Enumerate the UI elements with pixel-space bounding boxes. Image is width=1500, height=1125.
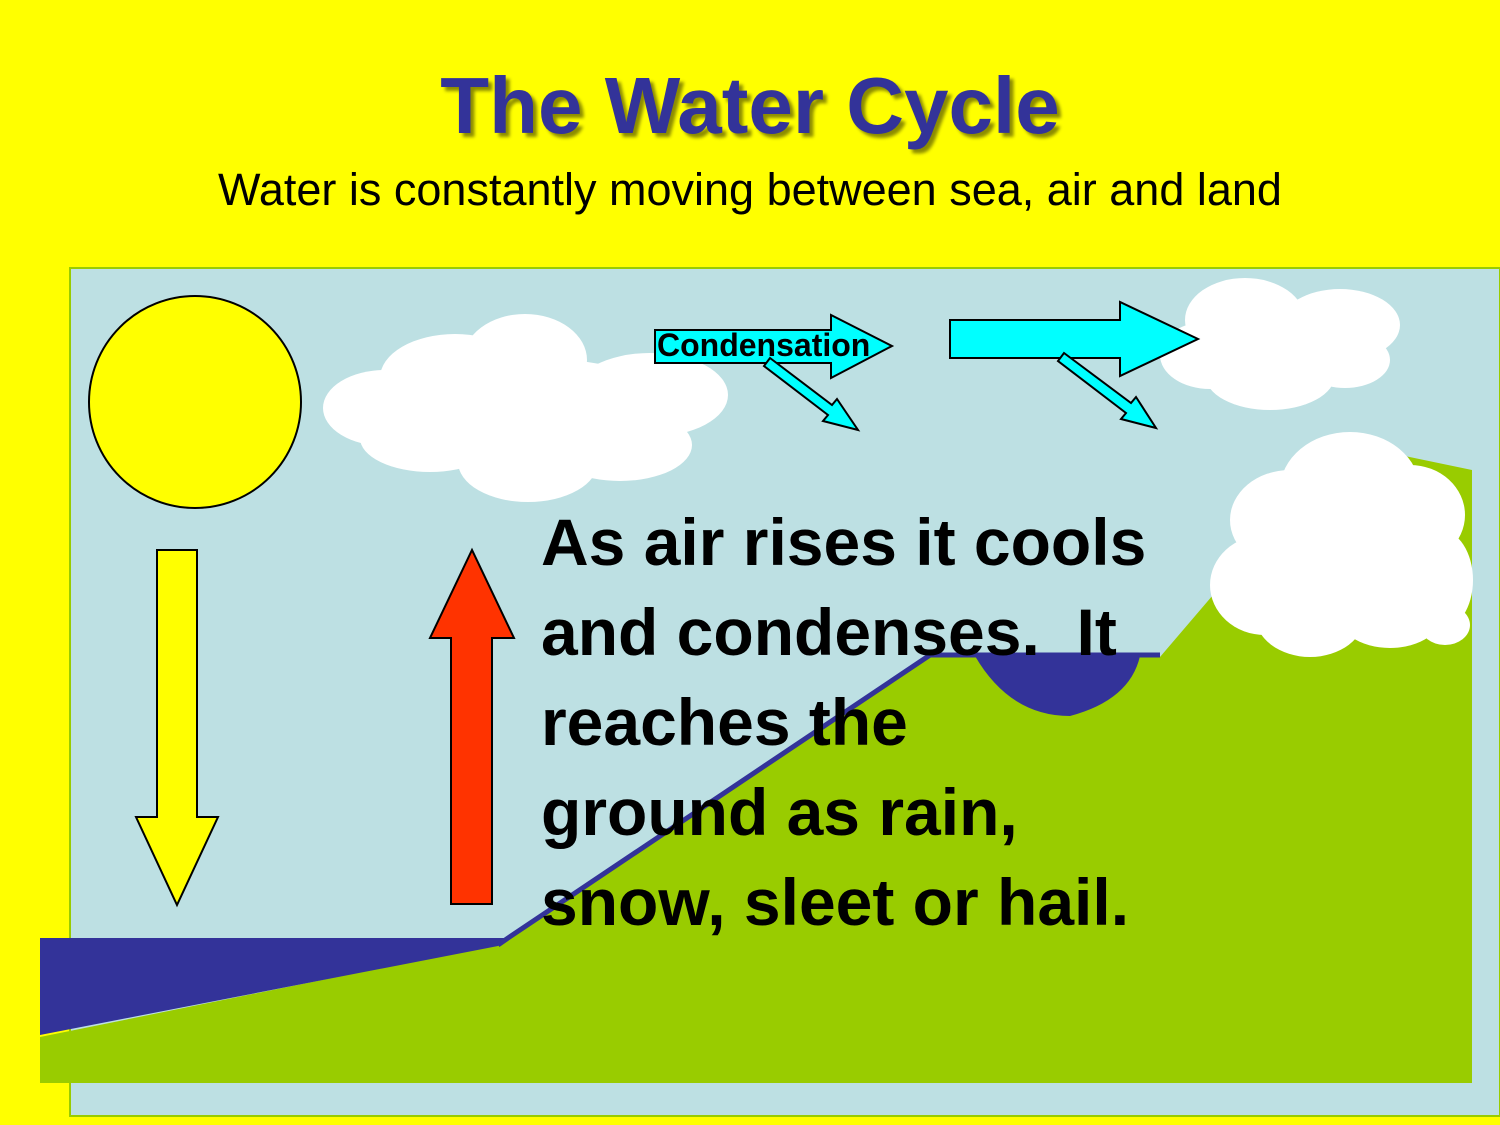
- slide-title: The Water Cycle: [440, 61, 1060, 150]
- mountain-cloud: [1210, 432, 1473, 657]
- rain-arrow-right: [1056, 351, 1159, 430]
- condensation-arrow-left: [654, 313, 895, 380]
- sun: [88, 295, 302, 509]
- explanation-text: As air rises it cools and condenses. It …: [541, 497, 1261, 947]
- slide-subtitle: Water is constantly moving between sea, …: [218, 164, 1282, 215]
- left-cloud: [323, 314, 728, 502]
- river: [496, 652, 1160, 948]
- sunlight-arrow: [134, 549, 220, 908]
- rain-arrow-left: [762, 356, 861, 432]
- condensation-arrow-right: [949, 300, 1201, 378]
- explanation-line: ground as rain,: [541, 775, 1018, 849]
- evaporation-arrow: [428, 547, 516, 905]
- explanation-line: As air rises it cools: [541, 505, 1147, 579]
- mountain-lake: [975, 656, 1140, 716]
- explanation-line: reaches the: [541, 685, 908, 759]
- condensation-label: Condensation: [657, 327, 871, 363]
- explanation-line: and condenses. It: [541, 595, 1117, 669]
- land-hill: [40, 455, 1472, 1083]
- explanation-line: snow, sleet or hail.: [541, 865, 1130, 939]
- sea: [40, 938, 508, 1035]
